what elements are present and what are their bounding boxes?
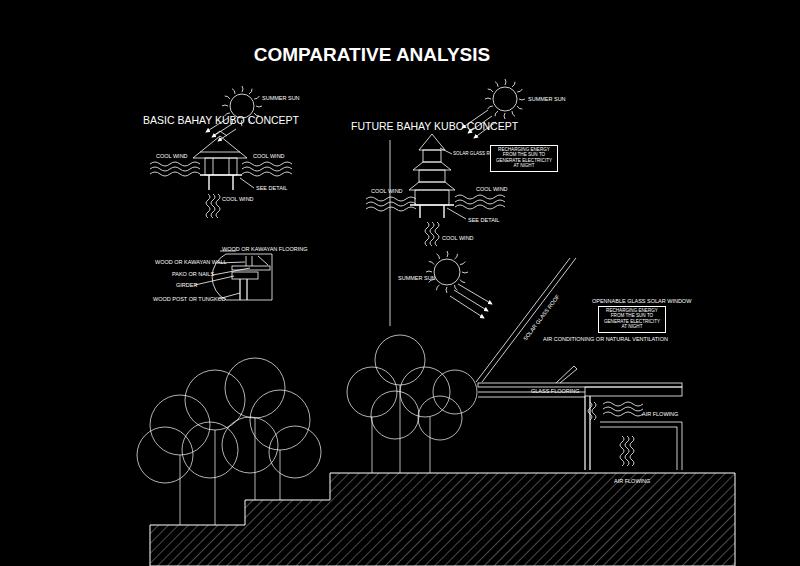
sun-ray — [242, 86, 243, 92]
sun-ray — [249, 89, 252, 94]
title: COMPARATIVE ANALYSIS — [254, 44, 490, 66]
callout-label: OPENNABLE GLASS SOLAR WINDOW — [592, 298, 691, 304]
sun-ray — [460, 280, 465, 283]
callout-label: COOL WIND — [222, 196, 254, 202]
callout-label: SEE DETAIL — [468, 217, 499, 223]
callout-label: COOL WIND — [476, 186, 508, 192]
callout-label: COOL WIND — [442, 235, 474, 241]
callout-label: PAKO OR NAILS — [172, 271, 214, 277]
sun-ray — [426, 271, 432, 272]
sun-symbol — [434, 259, 460, 285]
sun-ray — [436, 285, 439, 290]
concept-heading: FUTURE BAHAY KUBO CONCEPT — [351, 121, 518, 133]
sun-ray — [488, 89, 493, 92]
callout-label: WOOD OR KAWAYAN FLOORING — [222, 246, 308, 252]
sun-ray — [460, 262, 465, 265]
callout-label: SUMMER SUN — [398, 275, 436, 281]
sun-ray — [462, 272, 468, 273]
concept-heading: BASIC BAHAY KUBO CONCEPT — [143, 115, 299, 127]
sun-ray — [232, 89, 235, 94]
note-text: RECHARGING ENERGY FROM THE SUN TO GENERA… — [493, 147, 555, 168]
callout-label: SOLAR GLASS ROOF — [522, 293, 561, 341]
note-text: RECHARGING ENERGY FROM THE SUN TO GENERA… — [601, 308, 663, 329]
callout-label: SEE DETAIL — [256, 185, 287, 191]
callout-label: WOOD OR KAWAYAN WALL — [155, 259, 227, 265]
sun-ray — [504, 113, 505, 119]
sun-ray — [519, 99, 525, 100]
callout-label: GLASS FLOORING — [531, 388, 580, 394]
note-box: RECHARGING ENERGY FROM THE SUN TO GENERA… — [490, 145, 558, 172]
sun-symbol — [493, 87, 517, 111]
callout-label: SUMMER SUN — [262, 95, 300, 101]
sun-ray — [429, 261, 434, 264]
callout-label: COOL WIND — [253, 153, 285, 159]
sun-ray — [517, 89, 522, 92]
callout-label: WOOD POST OR TUNGKOD — [153, 296, 226, 302]
sun-ray — [447, 251, 448, 257]
sun-ray — [256, 106, 262, 107]
sun-ray — [495, 111, 498, 116]
sun-ray — [512, 111, 515, 116]
sun-ray — [222, 105, 228, 106]
sun-ray — [517, 106, 522, 109]
callout-label: AIR FLOWING — [614, 478, 650, 484]
sun-ray — [437, 254, 440, 259]
sun-ray — [488, 106, 493, 109]
sun-ray — [225, 96, 230, 99]
sun-ray — [512, 82, 515, 87]
sun-ray — [505, 79, 506, 85]
sun-ray — [446, 287, 447, 293]
sun-ray — [485, 98, 491, 99]
callout-label: SUMMER SUN — [528, 96, 566, 102]
sun-ray — [254, 96, 259, 99]
sun-ray — [455, 254, 458, 259]
sun-ray — [495, 82, 498, 87]
callout-label: AIR FLOWING — [642, 411, 678, 417]
sun-ray — [454, 285, 457, 290]
callout-label: COOL WIND — [371, 188, 403, 194]
callout-label: AIR CONDITIONING OR NATURAL VENTILATION — [543, 336, 668, 342]
callout-label: COOL WIND — [156, 153, 188, 159]
callout-label: GIRDER — [176, 282, 197, 288]
note-box: RECHARGING ENERGY FROM THE SUN TO GENERA… — [598, 306, 666, 333]
